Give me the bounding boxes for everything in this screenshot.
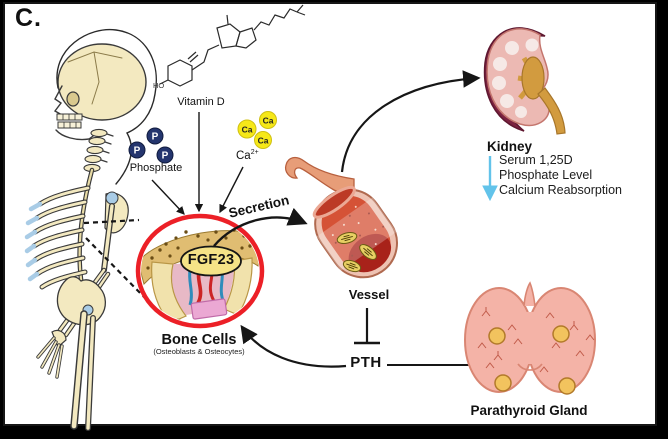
phosphate-label: Phosphate xyxy=(129,162,183,174)
vitamin-d-label: Vitamin D xyxy=(177,96,225,108)
parathyroid-illustration xyxy=(464,281,596,395)
inhibition-connector xyxy=(354,308,469,366)
calcium-ion-base: Ca xyxy=(236,149,251,162)
phosphate-symbol: P xyxy=(162,151,169,162)
red-highlight-ring xyxy=(135,213,265,329)
vitamin-d-structure xyxy=(159,4,306,87)
fgf23-label: FGF23 xyxy=(187,252,235,268)
vessel-tail xyxy=(284,156,355,198)
vessel-label: Vessel xyxy=(348,287,390,302)
kidney-effect-item: Phosphate Level xyxy=(499,168,593,182)
pth-label: PTH xyxy=(350,354,382,371)
parathyroid-nodules xyxy=(488,325,576,395)
calcium-symbol: Ca xyxy=(263,116,274,126)
calcium-symbol: Ca xyxy=(242,125,253,135)
bone-cells-title: Bone Cells xyxy=(161,332,237,348)
panel-label: C. xyxy=(15,4,42,32)
arrow-pth-to-bone xyxy=(240,324,347,368)
calcium-symbol: Ca xyxy=(258,136,269,146)
kidney-label: Kidney xyxy=(487,139,533,154)
arrow-secretion-to-vessel xyxy=(213,207,308,247)
vitamin-d-ho-label: HO xyxy=(153,81,164,90)
calcium-ion-sup: 2+ xyxy=(250,149,259,156)
phosphate-molecules: P P P xyxy=(128,127,174,164)
trabecular-pores xyxy=(146,228,252,270)
magnification-dashed-lines xyxy=(83,218,147,300)
fgf23-badge xyxy=(180,245,242,277)
arrow-vessel-to-kidney xyxy=(340,70,481,173)
kidney-illustration xyxy=(483,27,566,135)
kidney-effect-item: Serum 1,25D xyxy=(499,153,573,167)
calcium-molecules: Ca Ca Ca xyxy=(237,111,277,149)
calcium-ion-label: Ca2+ xyxy=(236,149,259,162)
phosphate-symbol: P xyxy=(152,132,159,143)
phosphate-symbol: P xyxy=(134,146,141,157)
fgf23-cells-in-vessel xyxy=(336,232,377,273)
arrow-calcium-to-bone xyxy=(219,166,244,214)
parathyroid-label: Parathyroid Gland xyxy=(470,403,588,418)
bone-cells-circle xyxy=(135,213,265,329)
kidney-effect-item: Calcium Reabsorption xyxy=(499,183,622,197)
skeleton-illustration xyxy=(24,28,157,431)
input-arrows xyxy=(151,112,244,215)
bone-cells-subtitle: (Osteoblasts & Osteocytes) xyxy=(153,347,245,356)
kidney-calyces xyxy=(492,38,539,118)
vessel-illustration xyxy=(312,185,398,279)
arrow-phosphate-to-bone xyxy=(151,179,185,215)
